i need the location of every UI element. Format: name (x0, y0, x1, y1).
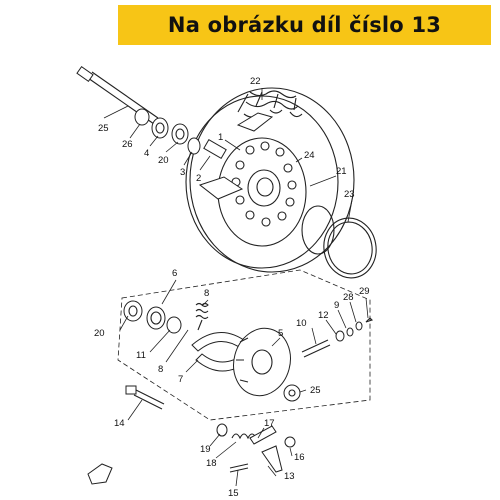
clip-29 (365, 317, 374, 323)
brake-group-outline (117, 269, 371, 421)
label-9: 9 (334, 300, 339, 311)
label-14: 14 (114, 418, 125, 429)
washer-19 (216, 423, 228, 437)
part-labels: 25 26 4 20 3 2 1 22 24 21 23 6 20 11 8 8… (94, 76, 370, 499)
label-29: 29 (359, 286, 370, 297)
label-24: 24 (304, 150, 315, 161)
label-20-top: 20 (158, 155, 169, 166)
label-4: 4 (144, 148, 149, 159)
spring-8-link (197, 319, 203, 331)
wheel-rim-21 (217, 137, 307, 247)
spacer-2 (203, 138, 227, 160)
label-1: 1 (218, 132, 223, 143)
axle-26 (76, 66, 159, 125)
label-26: 25 (98, 123, 109, 134)
label-8-top: 8 (204, 288, 209, 299)
label-5: 5 (278, 328, 283, 339)
label-25: 25 (310, 385, 321, 396)
lever-17 (249, 425, 277, 445)
washer-9 (346, 327, 354, 337)
label-20-bottom: 20 (94, 328, 105, 339)
bearing-20 (171, 123, 189, 145)
label-7: 7 (178, 374, 183, 385)
label-21: 21 (336, 166, 347, 177)
tube-cut-left (198, 176, 244, 200)
bolt-14 (125, 385, 165, 410)
leader-lines (103, 88, 369, 487)
bearing-4 (151, 117, 169, 139)
bracket (87, 463, 113, 485)
label-8-bottom: 8 (158, 364, 163, 375)
bearing-20-lower (123, 300, 143, 322)
spring-18 (231, 433, 257, 440)
label-22: 22 (250, 76, 261, 87)
label-3: 3 (180, 167, 185, 178)
banner-title: Na obrázku díl číslo 13 (167, 13, 442, 37)
label-27: 26 (122, 139, 133, 150)
ring-21 (301, 205, 335, 255)
header-banner: Na obrázku díl číslo 13 (118, 5, 491, 45)
tube-cut-top (236, 112, 274, 132)
nut-16 (284, 436, 296, 448)
bolt-15 (229, 463, 249, 473)
label-15: 15 (228, 488, 239, 499)
nut-25 (283, 384, 301, 402)
gear-11 (166, 316, 182, 334)
label-23: 23 (344, 189, 355, 200)
washer-28 (355, 321, 363, 331)
label-12: 12 (318, 310, 329, 321)
label-16: 16 (294, 452, 305, 463)
label-11: 11 (136, 350, 146, 361)
label-2: 2 (196, 173, 201, 184)
cam-10 (301, 339, 331, 358)
seal-3 (187, 137, 201, 155)
washer-12 (335, 330, 345, 342)
collar-27 (134, 108, 150, 126)
seal-6 (146, 306, 166, 330)
label-17: 17 (264, 418, 275, 429)
label-10: 10 (296, 318, 307, 329)
label-28: 28 (343, 292, 354, 303)
label-13: 13 (284, 471, 295, 482)
label-6: 6 (172, 268, 177, 279)
brake-plate-5 (233, 327, 291, 397)
label-19: 19 (200, 444, 211, 455)
brake-arm-13 (261, 445, 283, 473)
label-18: 18 (206, 458, 217, 469)
